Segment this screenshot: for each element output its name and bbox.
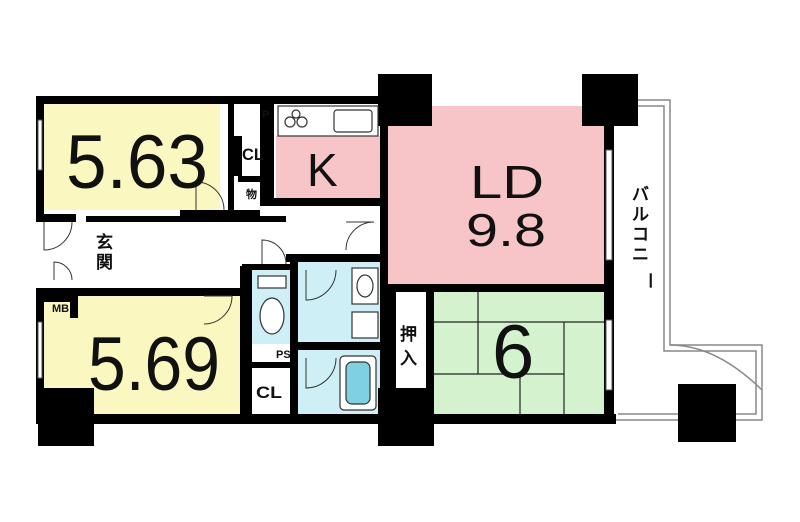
balcony-char-5: ー (639, 272, 659, 289)
kitchen-label: K (307, 144, 338, 196)
wash-basin (351, 267, 379, 339)
balcony-label: バ ル コ ニ ー (632, 185, 659, 289)
ps-label: PS (276, 349, 291, 361)
kitchen-floor (276, 136, 382, 198)
closet-bottom-label: CL (256, 383, 282, 402)
oshiire-label-2: 入 (400, 349, 417, 369)
bathtub (339, 355, 377, 411)
closet-top-label: CL (242, 145, 264, 164)
ld-label: LD (470, 156, 544, 208)
toilet-fixture (257, 275, 287, 335)
entrance-label-1: 玄 (96, 232, 113, 253)
ld-size: 9.8 (466, 204, 546, 256)
oshiire-label-1: 押 (400, 324, 417, 345)
tatami-size: 6 (492, 310, 534, 395)
balcony-char-4: ニ (632, 245, 649, 265)
windows (37, 119, 613, 391)
tatami-lines (434, 292, 608, 414)
bedroom-top-size: 5.63 (66, 120, 208, 205)
ld-floor (388, 106, 608, 286)
balcony-char-3: コ (632, 225, 649, 245)
bedroom-bottom-size: 5.69 (88, 322, 220, 407)
balcony-char-2: ル (632, 205, 649, 225)
balcony-char-1: バ (632, 185, 649, 205)
storage-label: 物 (246, 187, 257, 201)
bedroom-top-floor (44, 104, 220, 210)
entrance-label-2: 関 (96, 253, 113, 273)
door-swings (43, 181, 375, 389)
tatami-floor (434, 292, 608, 414)
p-label: P (262, 109, 269, 121)
kitchen-counter (277, 105, 379, 137)
mb-label: MB (52, 303, 69, 315)
